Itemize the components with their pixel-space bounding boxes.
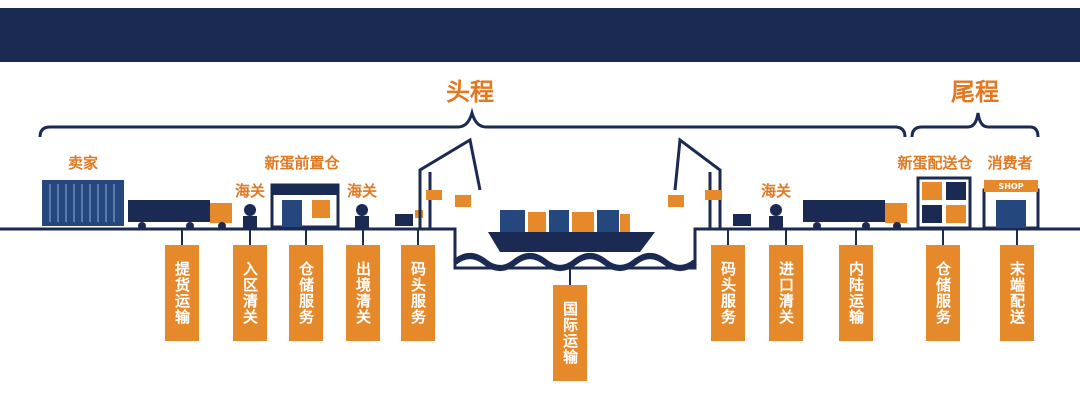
head-stage-title: 头程 (446, 78, 494, 106)
header-banner (0, 8, 1080, 62)
ground-line (0, 227, 1080, 270)
service-tag-warehousing: 仓储服务 (289, 245, 323, 341)
shop-storefront-icon (982, 180, 1040, 230)
customs-label-export-entry: 海关 (235, 182, 265, 200)
seller-container-icon (42, 180, 124, 226)
delivery-warehouse-shelves-icon (916, 176, 972, 230)
tail-stage-title: 尾程 (951, 78, 999, 106)
service-tag-port-service: 码头服务 (401, 245, 435, 341)
forklift-icon (733, 214, 751, 226)
shop-sign-text: SHOP (998, 182, 1023, 191)
inland-truck-icon (803, 200, 907, 230)
delivery-warehouse-label: 新蛋配送仓 (897, 154, 973, 172)
service-tag-inbound-clearance: 入区清关 (233, 245, 267, 341)
service-tag-port-service-destination: 码头服务 (711, 245, 745, 341)
service-tag-warehousing-destination: 仓储服务 (926, 245, 960, 341)
customs-label-export-exit: 海关 (347, 182, 377, 200)
service-tag-export-clearance: 出境清关 (346, 245, 380, 341)
customs-officer-icon (355, 204, 369, 228)
seller-label: 卖家 (68, 154, 98, 172)
head-stage-bracket (38, 107, 907, 138)
service-tag-last-mile-delivery: 末端配送 (1000, 245, 1034, 341)
pre-warehouse-building-icon (270, 183, 340, 229)
pickup-truck-icon (128, 200, 232, 230)
sea-waves (453, 253, 697, 271)
tail-stage-bracket (910, 112, 1040, 138)
customs-officer-icon (243, 204, 257, 228)
cargo-ship-icon (488, 210, 655, 252)
service-tag-import-clearance: 进口清关 (769, 245, 803, 341)
port-crane-right-icon (668, 137, 722, 228)
customs-officer-icon (769, 204, 783, 228)
service-tag-inland-transport: 内陆运输 (839, 245, 873, 341)
service-tag-pickup-transport: 提货运输 (165, 245, 199, 341)
customs-label-import: 海关 (761, 182, 791, 200)
service-tag-international-shipping: 国际运输 (553, 285, 587, 381)
consumer-label: 消费者 (987, 154, 1032, 172)
port-crane-left-icon (418, 137, 482, 228)
pre-warehouse-label: 新蛋前置仓 (264, 154, 340, 172)
